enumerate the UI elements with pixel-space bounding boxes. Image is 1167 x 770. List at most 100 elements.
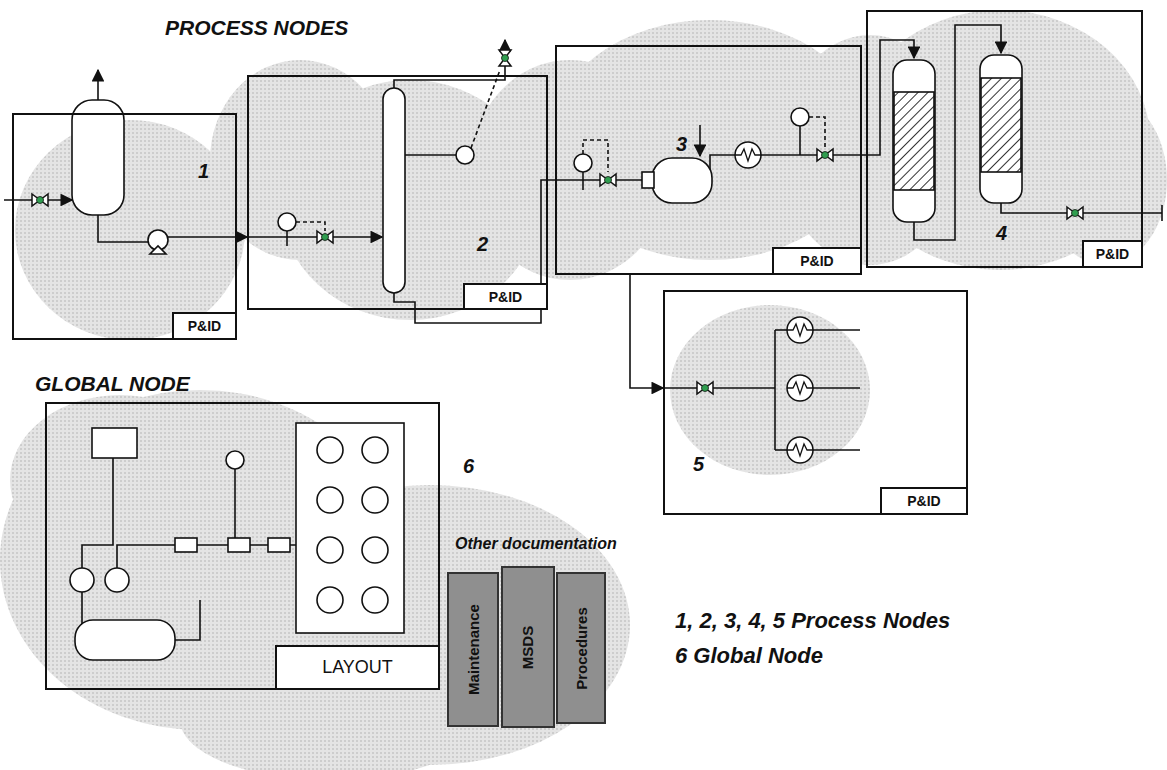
pipework (4, 25, 1162, 450)
group-caption: Other documentation (455, 535, 617, 553)
pipe-connector (237, 236, 247, 238)
node-number: 6 (463, 455, 474, 478)
document-tag: P&ID (489, 289, 522, 305)
equipment-part (652, 158, 712, 203)
plant-layout-part (317, 537, 343, 563)
plant-layout (70, 423, 404, 660)
equipment-part (317, 231, 333, 243)
process-node-box: 1P&ID (12, 113, 237, 340)
equipment-part (383, 88, 405, 293)
document-binder: Procedures (556, 572, 606, 724)
equipment-part (735, 142, 761, 168)
cloud (0, 10, 1167, 770)
pipework-part (247, 236, 382, 238)
plant-layout-part (362, 487, 388, 513)
plant-layout-part (362, 437, 388, 463)
document-binder: Maintenance (447, 572, 499, 727)
plant-layout-part (317, 587, 343, 613)
plant-layout-part (175, 538, 197, 552)
equipment-part (697, 382, 713, 394)
section-heading: GLOBAL NODE (35, 372, 190, 396)
equipment-part (893, 60, 935, 222)
pid-tab: P&ID (463, 283, 548, 310)
document-binder: MSDS (501, 566, 555, 728)
pipework-part (813, 449, 860, 451)
equipment-part (150, 246, 166, 254)
process-node-box: 5P&ID (663, 290, 968, 515)
equipment-part (600, 174, 616, 186)
equipment-part (980, 55, 1022, 203)
document-tag: P&ID (907, 493, 940, 509)
binder-title: Procedures (573, 607, 590, 690)
cloud-part (670, 305, 870, 475)
pipework-part (799, 126, 801, 155)
equipment-part (32, 194, 48, 206)
plant-layout-part (105, 568, 129, 592)
pipework-part (582, 172, 584, 190)
pipework-part (809, 117, 825, 147)
global-node-box: 6LAYOUT (45, 402, 440, 690)
equipment-part (894, 92, 934, 190)
binder-title: MSDS (520, 625, 537, 668)
plant-layout-part (226, 451, 244, 469)
equipment-part (787, 375, 813, 401)
pipework-part (394, 40, 505, 88)
equipment-part (817, 149, 833, 161)
equipment-part (981, 78, 1021, 172)
document-tag: LAYOUT (322, 657, 393, 678)
pipework-part (296, 222, 325, 231)
key-note: 6 Global Node (675, 643, 823, 669)
pipe-connector (630, 275, 663, 388)
binder-title: Maintenance (465, 604, 482, 695)
process-node-box: 3P&ID (555, 45, 862, 275)
section-heading: PROCESS NODES (165, 16, 348, 40)
cloud-part (10, 395, 230, 565)
equipment-part (499, 50, 511, 66)
pipework-part (699, 125, 701, 156)
equipment-part (574, 154, 592, 172)
process-node-box: 4P&ID (866, 10, 1143, 268)
pipework-part (165, 236, 237, 238)
layout-tab: LAYOUT (275, 645, 440, 690)
pipework-part (286, 231, 288, 246)
pipework-part (813, 329, 860, 331)
process-node-box: 2P&ID (247, 75, 548, 310)
plant-layout-part (228, 538, 250, 552)
pid-tab: P&ID (1082, 240, 1143, 268)
pipework-part (710, 155, 862, 170)
pipework-part (405, 154, 456, 156)
node-number: 4 (996, 222, 1007, 245)
node-number: 1 (198, 160, 209, 183)
pipework-part (471, 70, 500, 148)
pipework-part (97, 70, 99, 100)
plant-layout-part (75, 620, 175, 660)
equipment-part (456, 146, 474, 164)
equipment-part (787, 437, 813, 463)
plant-layout-part (268, 538, 290, 552)
plant-layout-part (362, 587, 388, 613)
pipework-part (813, 387, 860, 389)
plant-layout-part (296, 423, 404, 633)
equipment-part (72, 100, 124, 215)
equipment-part (787, 317, 813, 343)
node-number: 2 (477, 233, 488, 256)
pid-tab: P&ID (172, 312, 237, 340)
plant-layout-part (70, 568, 94, 592)
pid-tab: P&ID (880, 487, 968, 515)
pid-tab: P&ID (772, 247, 862, 275)
pipework-part (394, 293, 415, 310)
key-note: 1, 2, 3, 4, 5 Process Nodes (675, 608, 950, 634)
equipment-part (791, 108, 809, 126)
plant-layout-part (362, 537, 388, 563)
document-tag: P&ID (188, 318, 221, 334)
equipment-part (278, 213, 296, 231)
node-number: 5 (693, 453, 704, 476)
plant-layout-part (92, 428, 137, 458)
pipework-part (98, 215, 150, 242)
plant-layout-part (317, 437, 343, 463)
pipework-part (1161, 205, 1163, 221)
pipe-connector (415, 180, 555, 323)
plant-layout-part (317, 487, 343, 513)
